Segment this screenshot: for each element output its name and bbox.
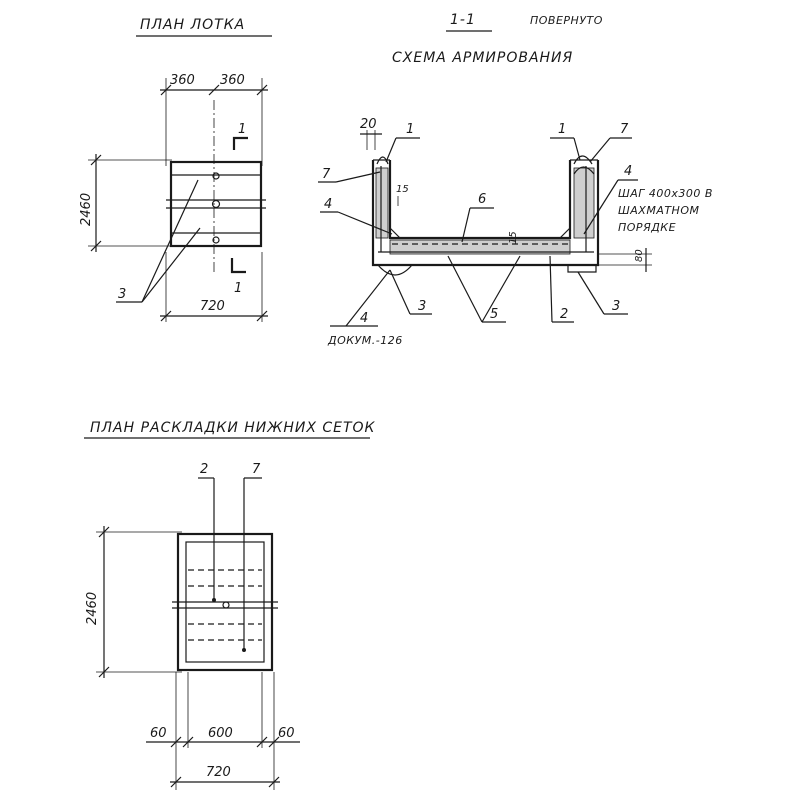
leader-3b-label: 3 xyxy=(612,299,620,314)
leader-4c-label: 4 xyxy=(360,311,368,326)
leader-3-line xyxy=(141,179,199,303)
tray-plan-dim-tick xyxy=(160,84,172,96)
section-left-wall-hatch xyxy=(375,167,389,239)
section-dim-20: 20 xyxy=(360,117,377,132)
section-chamfer xyxy=(559,227,571,239)
tray-plan-dim-360-left: 360 xyxy=(170,73,195,88)
leader-3a-label: 3 xyxy=(418,299,426,314)
tray-plan-dim-2460: 2460 xyxy=(79,193,94,226)
cut-marker-top-icon xyxy=(232,136,248,150)
tray-plan-view: 360 360 2460 1 1 720 3 xyxy=(79,73,268,322)
leader-6-label: 6 xyxy=(478,192,486,207)
section-dim-15-wall: 15 xyxy=(396,184,409,195)
mesh-leader-7-label: 7 xyxy=(252,462,261,477)
rebar-loop-left-icon xyxy=(376,156,389,165)
tray-plan-dim-tick xyxy=(160,310,172,322)
tray-plan-outline xyxy=(169,160,263,248)
leader-4c-line xyxy=(345,269,391,327)
mesh-plan-dim-720: 720 xyxy=(206,765,231,780)
leader-7b-label: 7 xyxy=(620,122,629,137)
leader-3-line xyxy=(141,227,201,303)
lifting-loop-icon xyxy=(222,601,230,609)
mesh-plan-dim-60-right: 60 xyxy=(278,726,295,741)
support-bump-icon xyxy=(377,264,413,276)
mesh-plan-dim-tick xyxy=(182,736,194,748)
leader-4b-label: 4 xyxy=(624,164,632,179)
section-note-doc-ref: ДОКУМ.-126 xyxy=(327,334,403,347)
leader-4b-line xyxy=(583,179,619,235)
leader-1a-label: 1 xyxy=(406,122,414,137)
section-right-wall-hatch xyxy=(573,167,595,239)
mesh-plan-dim-tick xyxy=(256,736,268,748)
leader-1a-line xyxy=(385,137,397,163)
lifting-loop-icon xyxy=(211,199,221,209)
tray-plan-dim-tick xyxy=(90,240,102,252)
section-inner-contour xyxy=(388,160,572,240)
mesh-leader-2-label: 2 xyxy=(200,462,208,477)
leader-1b-label: 1 xyxy=(558,122,566,137)
title-bottom-mesh-plan: ПЛАН РАСКЛАДКИ НИЖНИХ СЕТОК xyxy=(90,420,376,436)
section-note-step-2: ШАХМАТНОМ xyxy=(618,204,699,217)
mesh-plan-dim-2460: 2460 xyxy=(85,592,100,625)
lifting-loop-icon xyxy=(212,172,220,180)
rebar-loop-right-icon xyxy=(573,166,595,175)
cut-marker-top-label: 1 xyxy=(238,122,246,137)
leader-7a-line xyxy=(335,171,381,183)
leader-3a-line xyxy=(389,269,411,315)
title-reinforcement: СХЕМА АРМИРОВАНИЯ xyxy=(392,50,573,66)
mesh-plan-dim-tick xyxy=(170,736,182,748)
titles: ПЛАН ЛОТКА 1-1 ПОВЕРНУТО СХЕМА АРМИРОВАН… xyxy=(84,12,603,439)
tray-plan-dim-720: 720 xyxy=(200,299,225,314)
leader-5-line xyxy=(481,255,521,323)
cut-marker-bottom-icon xyxy=(230,258,246,274)
leader-7a-label: 7 xyxy=(322,167,331,182)
leader-2-label: 2 xyxy=(560,307,568,322)
tray-plan-dim-tick xyxy=(256,310,268,322)
leader-4a-label: 4 xyxy=(324,197,332,212)
leader-2-line xyxy=(549,255,553,323)
cut-marker-bottom-label: 1 xyxy=(234,281,242,296)
section-chamfer xyxy=(389,227,401,239)
tray-plan-dim-tick xyxy=(256,84,268,96)
section-dim-15-bottom: 15 xyxy=(508,231,519,244)
leader-3b-line xyxy=(577,271,605,315)
section-dim-80: 80 xyxy=(634,249,645,262)
tray-plan-dim-tick xyxy=(208,84,220,96)
tray-plan-dim-360-right: 360 xyxy=(220,73,245,88)
leader-3-label: 3 xyxy=(118,287,126,302)
mesh-plan-dim-tick xyxy=(98,526,110,538)
leader-5-label: 5 xyxy=(490,307,498,322)
section-note-step-1: ШАГ 400x300 В xyxy=(618,187,713,200)
mesh-plan-dim-600: 600 xyxy=(208,726,233,741)
mesh-leader-2-dot xyxy=(212,598,216,602)
leader-4a-line xyxy=(337,211,393,235)
tray-plan-dim-tick xyxy=(90,154,102,166)
title-section: 1-1 xyxy=(450,12,476,28)
mesh-plan-dim-tick xyxy=(268,776,280,788)
support-step-icon xyxy=(567,265,597,273)
mesh-plan-view: 2460 2 7 60 600 60 720 xyxy=(85,462,300,790)
lifting-loop-icon xyxy=(212,236,220,244)
leader-6-line xyxy=(461,207,471,243)
mesh-plan-dim-60-left: 60 xyxy=(150,726,167,741)
mesh-leader-7-dot xyxy=(242,648,246,652)
mesh-plan-dim-tick xyxy=(268,736,280,748)
title-section-note: ПОВЕРНУТО xyxy=(530,14,603,27)
section-view: 20 15 15 80 1 1 7 7 4 6 xyxy=(318,117,713,347)
leader-7b-line xyxy=(589,137,611,163)
title-tray-plan: ПЛАН ЛОТКА xyxy=(140,17,245,33)
section-note-step-3: ПОРЯДКЕ xyxy=(618,221,676,234)
leader-5-line xyxy=(447,255,483,323)
mesh-plan-dim-tick xyxy=(170,776,182,788)
leader-1b-line xyxy=(573,137,581,161)
mesh-plan-dim-tick xyxy=(98,666,110,678)
